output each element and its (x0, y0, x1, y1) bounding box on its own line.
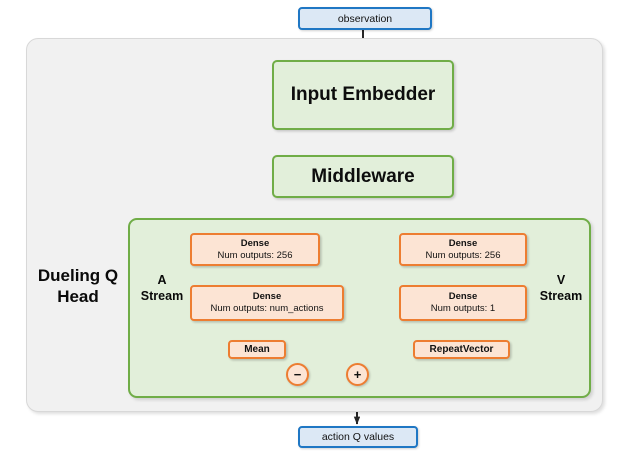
dueling-q-head-label-line1: Dueling Q (37, 266, 119, 285)
v-stream-dense2-title: Dense (448, 291, 478, 302)
v-stream-label-line2: Stream (539, 289, 583, 303)
a-stream-label-line2: Stream (140, 289, 184, 303)
add-operator-symbol: + (353, 367, 362, 382)
a-stream-label-line1: A (157, 273, 167, 287)
a-stream-dense1-node: Dense Num outputs: 256 (190, 233, 320, 266)
dueling-q-head-label-line2: Head (57, 287, 99, 306)
middleware-node: Middleware (272, 155, 454, 198)
input-embedder-label: Input Embedder (290, 84, 436, 105)
v-stream-label-line1: V (556, 273, 566, 287)
subtract-operator-node: − (286, 363, 309, 386)
v-stream-dense2-node: Dense Num outputs: 1 (399, 285, 527, 321)
v-stream-label: V Stream (535, 272, 587, 304)
a-stream-dense2-sub: Num outputs: num_actions (210, 303, 324, 314)
a-stream-label: A Stream (136, 272, 188, 304)
action-q-values-label: action Q values (321, 431, 395, 443)
a-stream-dense1-title: Dense (240, 237, 270, 249)
v-stream-dense2-sub: Num outputs: 1 (430, 303, 496, 314)
v-stream-dense1-title: Dense (448, 237, 478, 249)
a-stream-dense2-node: Dense Num outputs: num_actions (190, 285, 344, 321)
mean-label: Mean (244, 344, 270, 355)
middleware-label: Middleware (311, 165, 415, 187)
mean-node: Mean (228, 340, 286, 359)
repeat-vector-label: RepeatVector (429, 344, 494, 355)
dueling-q-head-label: Dueling Q Head (30, 265, 126, 307)
v-stream-dense1-node: Dense Num outputs: 256 (399, 233, 527, 266)
a-stream-dense2-title: Dense (252, 291, 282, 302)
add-operator-node: + (346, 363, 369, 386)
action-q-values-node: action Q values (298, 426, 418, 448)
a-stream-dense1-sub: Num outputs: 256 (217, 249, 293, 261)
observation-label: observation (337, 12, 393, 25)
input-embedder-node: Input Embedder (272, 60, 454, 130)
v-stream-dense1-sub: Num outputs: 256 (425, 249, 501, 261)
observation-node: observation (298, 7, 432, 30)
subtract-operator-symbol: − (293, 367, 302, 382)
repeat-vector-node: RepeatVector (413, 340, 510, 359)
